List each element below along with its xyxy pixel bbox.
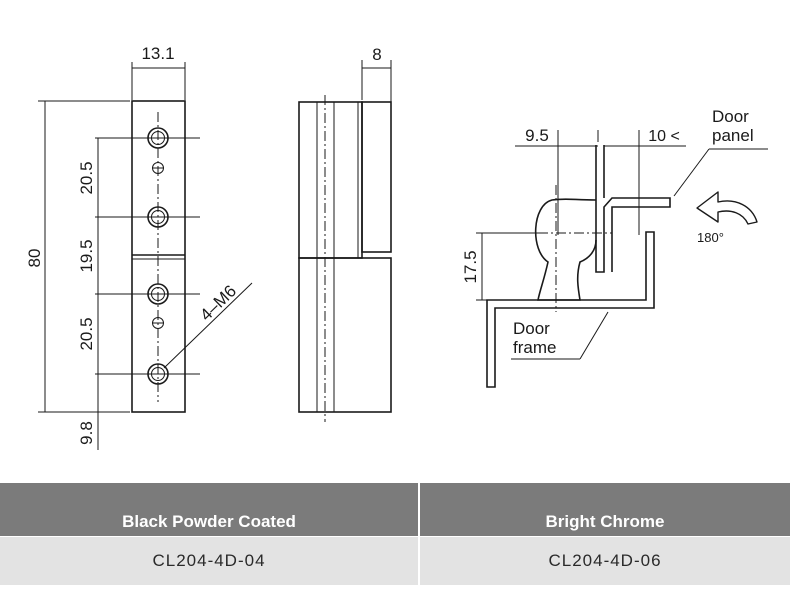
spacing-dimension-2: 19.5 (77, 239, 96, 272)
hinge-technical-drawing: 13.1 80 20.5 19.5 20.5 9.8 (25, 44, 768, 450)
header-bright-chrome: Bright Chrome (420, 483, 790, 536)
installed-dimension-left: 9.5 (525, 126, 549, 145)
installed-dimension-right: 10 < (648, 128, 680, 145)
door-panel-label-line1: Door (712, 107, 749, 126)
hole-callout: 4–M6 (196, 281, 240, 324)
header-black-powder-coated: Black Powder Coated (0, 483, 418, 536)
side-view: 8 (298, 45, 392, 422)
width-dimension: 13.1 (141, 44, 174, 63)
spacing-dimension-3: 20.5 (77, 317, 96, 350)
door-frame-label-line2: frame (513, 338, 556, 357)
rotation-arrow-icon (696, 191, 758, 225)
height-dimension: 80 (25, 249, 44, 268)
spacing-dimension-1: 20.5 (77, 161, 96, 194)
part-number-chrome: CL204-4D-06 (420, 537, 790, 585)
front-view: 13.1 80 20.5 19.5 20.5 9.8 (25, 44, 253, 450)
finish-table: Black Powder Coated Bright Chrome CL204-… (0, 483, 790, 585)
door-panel-label-line2: panel (712, 126, 754, 145)
installed-dimension-vertical: 17.5 (461, 250, 480, 283)
installed-view: 9.5 10 < 17.5 Door panel Door frame 180° (461, 107, 768, 388)
offset-dimension: 8 (372, 45, 381, 64)
bottom-dimension: 9.8 (77, 421, 96, 445)
door-frame-label-line1: Door (513, 319, 550, 338)
part-number-black: CL204-4D-04 (0, 537, 418, 585)
rotation-label: 180° (697, 230, 724, 245)
